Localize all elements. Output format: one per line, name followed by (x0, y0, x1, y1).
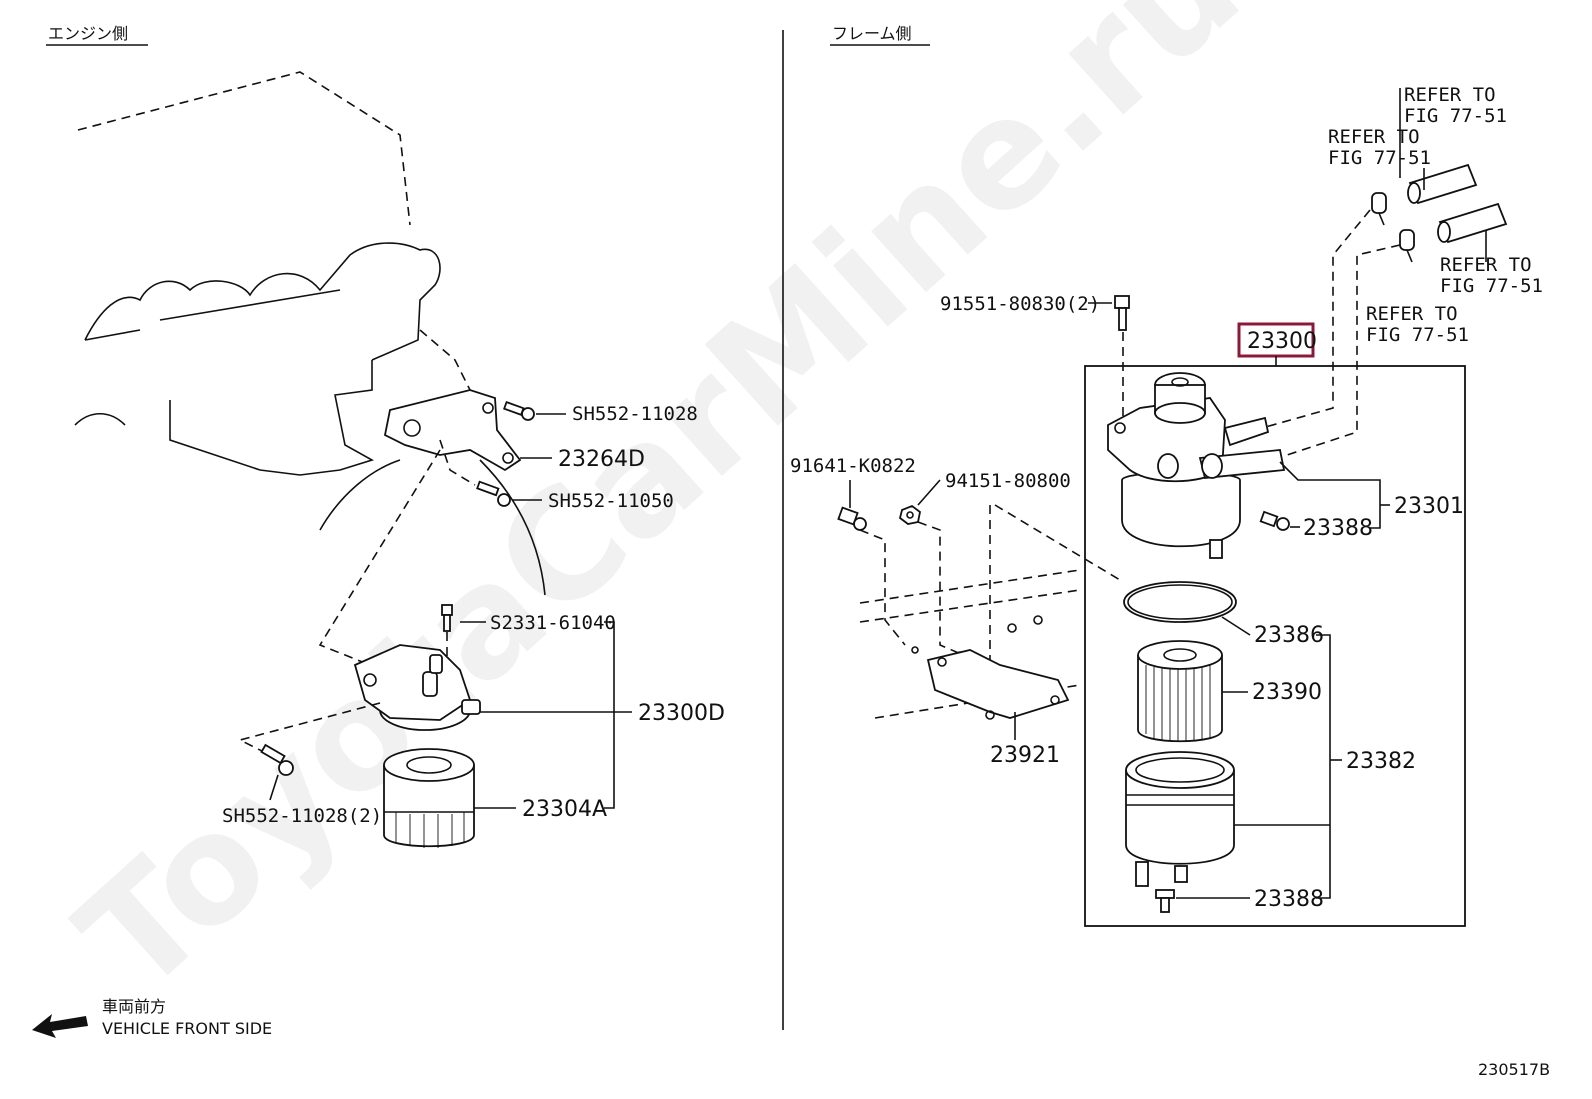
engine-block-outline (74, 71, 546, 596)
label-91641-k0822: 91641-K0822 (790, 455, 916, 477)
bolt-sh552-11028-2-icon (260, 743, 294, 776)
label-23921: 23921 (990, 743, 1060, 768)
frame-side-header: フレーム側 (832, 24, 912, 43)
bolt-sh552-11050-icon (476, 480, 511, 507)
refer-2-line2: FIG 77-51 (1328, 147, 1431, 169)
refer-3-line1: REFER TO (1440, 254, 1532, 276)
filter-case-23382-drawing (1125, 751, 1235, 887)
screw-s2331-61040-icon (441, 604, 453, 632)
hose-clip-upper-icon (1371, 192, 1387, 226)
refer-3-line2: FIG 77-51 (1440, 275, 1543, 297)
plug-23388-lower-icon (1155, 889, 1175, 913)
nut-94151-80800-icon (898, 504, 921, 525)
label-23301: 23301 (1394, 494, 1464, 519)
filter-head-23301-drawing (1107, 372, 1286, 559)
label-23386: 23386 (1254, 623, 1324, 648)
label-23304a: 23304A (522, 797, 607, 822)
bolt-91641-k0822-icon (837, 506, 867, 531)
filter-head-23300d-drawing (353, 644, 481, 731)
vehicle-front-jp: 車両前方 (102, 997, 166, 1016)
refer-1-line1: REFER TO (1404, 84, 1496, 106)
vehicle-front-arrow-icon (32, 1014, 88, 1038)
fuel-hose-upper-drawing (1407, 163, 1478, 205)
label-91551-80830-2: 91551-80830(2) (940, 293, 1100, 315)
fuel-hose-lower-drawing (1437, 202, 1508, 244)
watermark: ToyotaCarMine.ru (48, 0, 1273, 1027)
refer-4-line1: REFER TO (1366, 303, 1458, 325)
label-23388-upper: 23388 (1303, 516, 1373, 541)
label-23264d: 23264D (558, 447, 645, 472)
refer-1-line2: FIG 77-51 (1404, 105, 1507, 127)
filter-element-23304a-drawing (383, 748, 475, 848)
assembly-box-23300 (1084, 365, 1466, 927)
label-23300: 23300 (1247, 329, 1317, 354)
label-23388-lower: 23388 (1254, 887, 1324, 912)
label-94151-80800: 94151-80800 (945, 470, 1071, 492)
label-sh552-11050: SH552-11050 (548, 490, 674, 512)
label-sh552-11028: SH552-11028 (572, 403, 698, 425)
label-23300d: 23300D (638, 701, 725, 726)
label-s2331-61040: S2331-61040 (490, 612, 616, 634)
refer-4-line2: FIG 77-51 (1366, 324, 1469, 346)
bolt-91551-80830-icon (1114, 295, 1130, 331)
vehicle-front-en: VEHICLE FRONT SIDE (102, 1019, 272, 1038)
label-sh552-11028-2: SH552-11028(2) (222, 805, 382, 827)
plug-23388-upper-icon (1259, 510, 1290, 531)
filter-element-23390-drawing (1137, 640, 1223, 743)
figure-code: 230517B (1478, 1060, 1550, 1079)
hose-clip-lower-icon (1399, 229, 1415, 263)
label-23390: 23390 (1252, 680, 1322, 705)
refer-2-line1: REFER TO (1328, 126, 1420, 148)
bracket-23264d-drawing (383, 389, 522, 472)
bracket-23921-drawing (926, 649, 1070, 720)
gasket-23386-drawing (1123, 581, 1237, 623)
bolt-sh552-11028-icon (503, 400, 535, 421)
engine-side-header: エンジン側 (48, 24, 128, 43)
label-23382: 23382 (1346, 749, 1416, 774)
